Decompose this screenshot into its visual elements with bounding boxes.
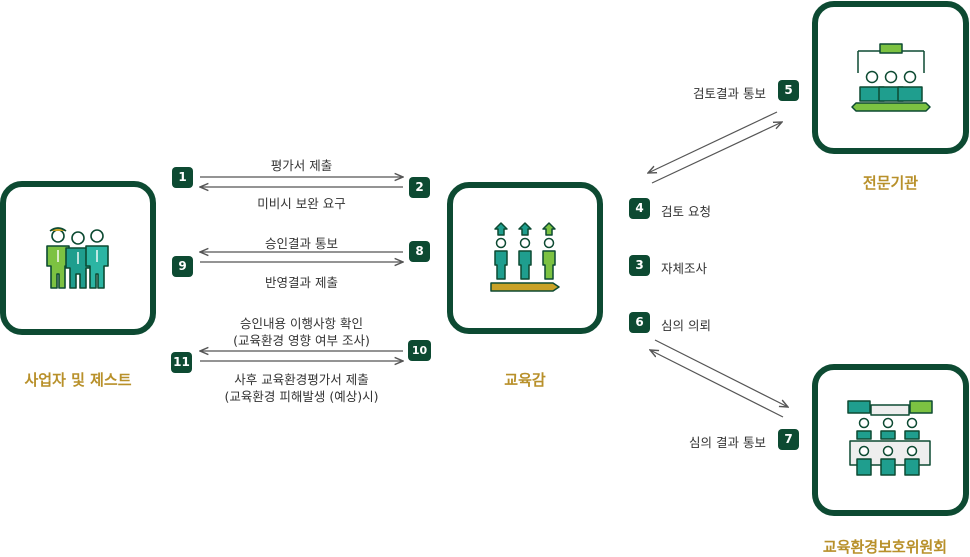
expert-node-title: 전문기관 — [862, 174, 919, 192]
step-11-label-line1: 사후 교육환경평가서 제출 — [234, 372, 369, 387]
arrow-6 — [654, 339, 788, 407]
office-node-title: 교육감 — [504, 371, 546, 389]
step-1-label: 평가서 제출 — [270, 158, 333, 173]
business-people-icon — [46, 227, 109, 289]
step-10-label-line1: 승인내용 이행사항 확인 — [240, 316, 363, 331]
step-6-label: 심의 의뢰 — [661, 318, 711, 333]
step-4-badge: 4 — [629, 198, 650, 219]
step-8-badge: 8 — [409, 241, 430, 262]
business-node-box — [0, 181, 156, 335]
arrow-7 — [650, 350, 784, 418]
committee-meeting-icon — [846, 400, 933, 476]
step-3-label: 자체조사 — [661, 261, 708, 276]
step-9-label: 반영결과 제출 — [265, 275, 338, 290]
step-10-label-line2: (교육환경 영향 여부 조사) — [233, 333, 370, 348]
step-5-badge: 5 — [778, 80, 799, 101]
committee-node-box — [812, 364, 969, 516]
step-2-badge: 2 — [409, 177, 430, 198]
step-2-label: 미비시 보완 요구 — [257, 196, 346, 211]
step-7-badge: 7 — [778, 429, 799, 450]
step-11-label-line2: (교육환경 피해발생 (예상)시) — [224, 389, 379, 404]
office-node-box — [447, 182, 603, 334]
committee-node-title: 교육환경보호위원회 — [822, 538, 948, 556]
step-4-label: 검토 요청 — [661, 204, 711, 219]
step-8-label: 승인결과 통보 — [265, 236, 338, 251]
expert-node-box — [812, 1, 969, 154]
step-1-badge: 1 — [172, 167, 193, 188]
step-5-label: 검토결과 통보 — [693, 86, 766, 101]
students-pencil-icon — [490, 222, 560, 292]
step-3-badge: 3 — [629, 255, 650, 276]
step-7-label: 심의 결과 통보 — [689, 435, 766, 450]
arrow-4 — [651, 122, 782, 184]
business-node-title: 사업자 및 제스트 — [24, 371, 132, 389]
step-10-badge: 10 — [408, 340, 431, 361]
step-6-badge: 6 — [629, 312, 650, 333]
arrow-5 — [648, 111, 778, 173]
step-9-badge: 9 — [172, 256, 193, 277]
board-meeting-icon — [850, 42, 931, 112]
step-11-badge: 11 — [171, 352, 192, 373]
